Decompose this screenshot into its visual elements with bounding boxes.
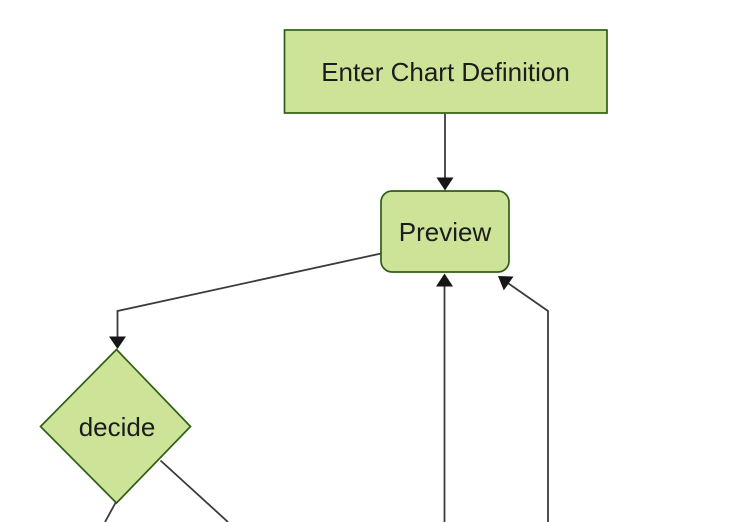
node-decide-label: decide [79,412,156,442]
arrowhead-down-into-preview-top [436,177,454,191]
arrowhead-diagonal-into-preview-bottom-right [498,276,514,291]
node-decide [39,348,192,505]
node-enter-chart-definition [283,29,608,114]
edge-preview-to-decide [116,252,382,337]
node-preview [380,190,510,273]
edge-decide-to-offscreen-bottomright [159,459,229,522]
edge-decide-to-offscreen-bottom [104,500,118,522]
edge-offscreen-bottomright-to-preview [507,282,549,522]
node-enter-chart-definition-label: Enter Chart Definition [321,57,570,87]
arrowhead-down-into-decide-top [109,336,126,349]
arrowhead-up-into-preview-bottom [436,273,453,287]
node-preview-label: Preview [399,217,492,247]
